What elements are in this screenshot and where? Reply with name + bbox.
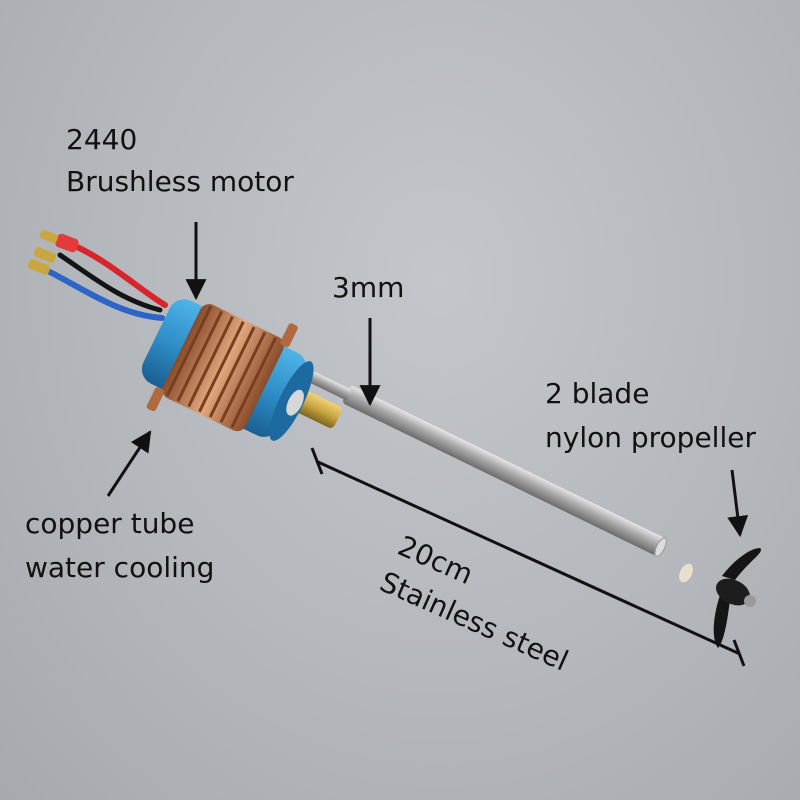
motor-model-label: 2440	[66, 123, 138, 156]
motor-wires	[27, 229, 168, 321]
stainless-shaft	[308, 371, 667, 557]
propeller-label-line1: 2 blade	[545, 377, 650, 410]
motor-type-label: Brushless motor	[66, 165, 294, 198]
propeller-pointer-arrow	[727, 469, 749, 538]
cooling-label-line2: water cooling	[25, 551, 215, 584]
nylon-propeller	[679, 548, 761, 648]
cooling-pointer-arrow	[106, 430, 152, 497]
copper-cooling-coil	[146, 304, 298, 432]
length-dimension-line	[310, 447, 746, 667]
propeller-label-line2: nylon propeller	[545, 421, 756, 454]
brushless-motor	[141, 299, 314, 441]
cooling-label-line1: copper tube	[25, 507, 195, 540]
shaft-diameter-label: 3mm	[332, 271, 405, 304]
